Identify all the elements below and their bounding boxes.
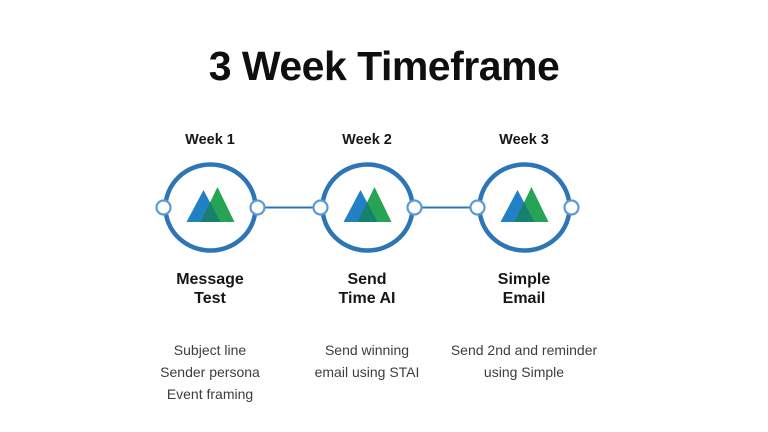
- timeline-node: [469, 199, 486, 216]
- mountain-overlap: [357, 202, 378, 222]
- timeline-node: [406, 199, 423, 216]
- week-3-label: Week 3: [499, 132, 549, 148]
- step-3-label-line: Simple: [497, 271, 551, 288]
- step-3-label: Simple Email: [434, 270, 614, 308]
- step-2-label: Send Time AI: [277, 270, 457, 308]
- step-1-description: Subject line Sender persona Event framin…: [110, 339, 310, 405]
- mountain-icon: [343, 187, 392, 222]
- timeline-graphic: [155, 162, 580, 253]
- step-1-label-line: Test: [194, 290, 226, 307]
- timeline-node: [563, 199, 580, 216]
- step-2-desc-line: Send winning: [324, 342, 410, 358]
- step-3-desc-line: using Simple: [483, 364, 565, 380]
- mountain-overlap: [514, 202, 535, 222]
- step-1-label-line: Message: [176, 271, 244, 288]
- timeline-node: [155, 199, 172, 216]
- mountain-overlap: [200, 202, 221, 222]
- timeline-node: [312, 199, 329, 216]
- step-2-description: Send winning email using STAI: [267, 339, 467, 383]
- step-1-label: Message Test: [120, 270, 300, 308]
- step-1-desc-line: Sender persona: [160, 364, 260, 380]
- step-2-desc-line: email using STAI: [314, 364, 420, 380]
- timeline-node: [249, 199, 266, 216]
- week-2-label: Week 2: [342, 132, 392, 148]
- step-3-label-line: Email: [502, 290, 546, 307]
- mountain-icon: [500, 187, 549, 222]
- step-3-description: Send 2nd and reminder using Simple: [424, 339, 624, 383]
- step-1-desc-line: Subject line: [173, 342, 247, 358]
- step-3-desc-line: Send 2nd and reminder: [450, 342, 598, 358]
- page-title: 3 Week Timeframe: [208, 43, 560, 89]
- mountain-icon: [186, 187, 235, 222]
- step-2-label-line: Time AI: [338, 290, 396, 307]
- step-2-label-line: Send: [347, 271, 387, 288]
- step-1-desc-line: Event framing: [166, 386, 254, 402]
- week-1-label: Week 1: [185, 132, 235, 148]
